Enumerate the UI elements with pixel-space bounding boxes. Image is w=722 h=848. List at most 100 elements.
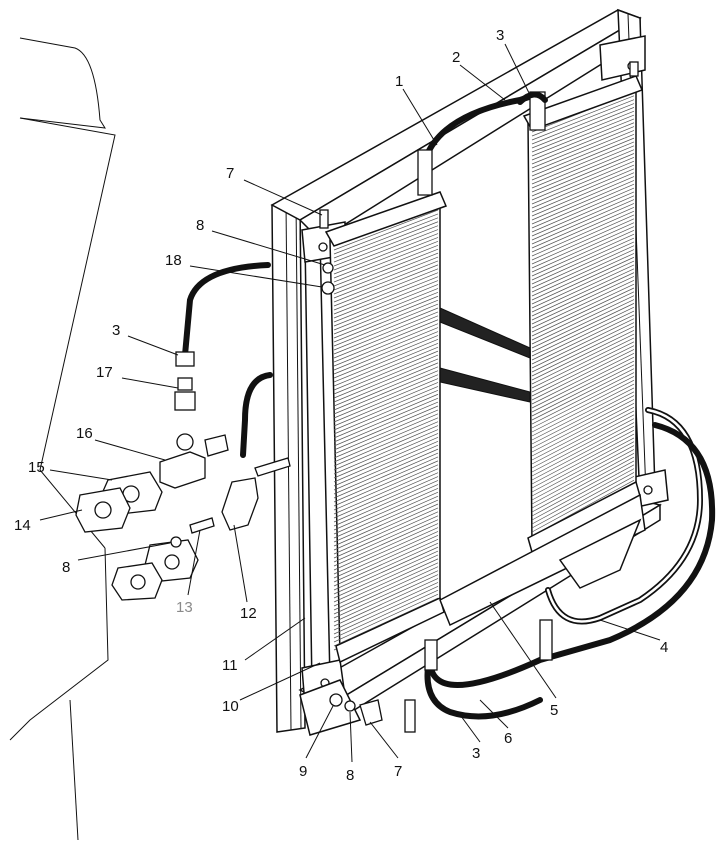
radiator-fin (531, 107, 635, 149)
radiator-fin (333, 307, 439, 351)
left-hoses (182, 262, 273, 458)
radiator-fin (531, 295, 635, 345)
callout-12: 12 (240, 605, 257, 622)
radiator-fin (333, 358, 439, 403)
radiator-fin (333, 401, 439, 447)
radiator-fin (531, 418, 635, 473)
radiator-fin (333, 566, 439, 615)
radiator-fin (333, 421, 439, 467)
radiator-fin (531, 183, 635, 229)
callout-7: 7 (226, 165, 234, 182)
radiator-fin (531, 149, 635, 193)
radiator-fin (531, 387, 635, 441)
callout-10: 10 (222, 698, 239, 715)
radiator-fin (531, 395, 635, 449)
radiator-fin (531, 276, 635, 325)
bottom-tray (299, 493, 646, 736)
radiator-fin (333, 452, 439, 499)
radiator-fin (333, 429, 439, 475)
radiator-fin (531, 130, 635, 173)
radiator-fin (531, 164, 635, 209)
radiator-fin (333, 550, 439, 599)
callout-3: 3 (112, 322, 120, 339)
radiator-fin (333, 491, 439, 539)
radiator-fin (333, 546, 439, 595)
radiator-fin (531, 329, 635, 381)
radiator-fin (333, 354, 439, 399)
callout-3: 3 (496, 27, 504, 44)
radiator-fin (333, 519, 439, 567)
radiator-fin (333, 464, 439, 511)
radiator-fin (333, 523, 439, 571)
callout-labels: 1 2 3 7 8 18 3 17 16 15 14 8 13 12 11 10… (14, 27, 668, 784)
radiator-fin (531, 268, 635, 317)
radiator-fin (531, 256, 635, 305)
radiator-fin (531, 322, 635, 373)
radiator-fin (333, 425, 439, 471)
radiator-fin (333, 586, 439, 635)
radiator-fin (531, 426, 635, 481)
radiator-fin (333, 241, 439, 283)
callout-15: 15 (28, 459, 45, 476)
radiator-fin (531, 353, 635, 405)
radiator-fin (333, 397, 439, 443)
radiator-fin (333, 303, 439, 347)
radiator-fin (531, 414, 635, 469)
radiator-fin (531, 195, 635, 241)
radiator-fin (531, 210, 635, 257)
callout-13: 13 (176, 599, 193, 616)
radiator-fin (333, 295, 439, 339)
radiator-fin (531, 345, 635, 397)
radiator-fin (531, 226, 635, 273)
radiator-fin (333, 237, 439, 279)
radiator-fin (333, 311, 439, 355)
radiator-fin (333, 413, 439, 459)
radiator-fin (531, 137, 635, 181)
radiator-fin (333, 417, 439, 463)
radiator-fin (333, 487, 439, 535)
radiator-fin (531, 126, 635, 169)
radiator-fin (531, 168, 635, 213)
radiator-fin (531, 160, 635, 205)
radiator-fin (531, 383, 635, 437)
left-radiator-core (324, 191, 448, 664)
radiator-fin (531, 199, 635, 245)
radiator-fin (333, 299, 439, 343)
radiator-fin (333, 209, 439, 251)
radiator-fin (531, 214, 635, 261)
radiator-fin (333, 597, 439, 647)
radiator-fin (333, 350, 439, 395)
radiator-fin (531, 349, 635, 401)
radiator-fin (531, 433, 635, 489)
callout-4: 4 (660, 639, 668, 656)
radiator-fin (333, 437, 439, 483)
radiator-fin (531, 114, 635, 157)
radiator-fin (531, 291, 635, 341)
radiator-fin (531, 364, 635, 417)
radiator-fin (531, 260, 635, 309)
radiator-fin (531, 122, 635, 165)
radiator-fin (531, 153, 635, 197)
radiator-fin (531, 241, 635, 289)
radiator-fin (333, 248, 439, 291)
radiator-fin (333, 370, 439, 415)
radiator-fin (333, 382, 439, 427)
radiator-fin (531, 253, 635, 301)
radiator-fin (531, 187, 635, 233)
bottom-drain-hose (424, 652, 543, 720)
radiator-fin (531, 118, 635, 161)
radiator-fin (531, 222, 635, 269)
radiator-fin (531, 422, 635, 477)
radiator-fin (333, 256, 439, 299)
radiator-fin (333, 335, 439, 379)
radiator-fin (333, 378, 439, 423)
radiator-fin (333, 268, 439, 311)
radiator-fin (333, 409, 439, 455)
radiator-fin (333, 578, 439, 627)
right-radiator-core (522, 75, 644, 554)
radiator-fin (333, 362, 439, 407)
radiator-fin (531, 472, 635, 529)
radiator-fin (333, 511, 439, 559)
radiator-fin (333, 531, 439, 579)
